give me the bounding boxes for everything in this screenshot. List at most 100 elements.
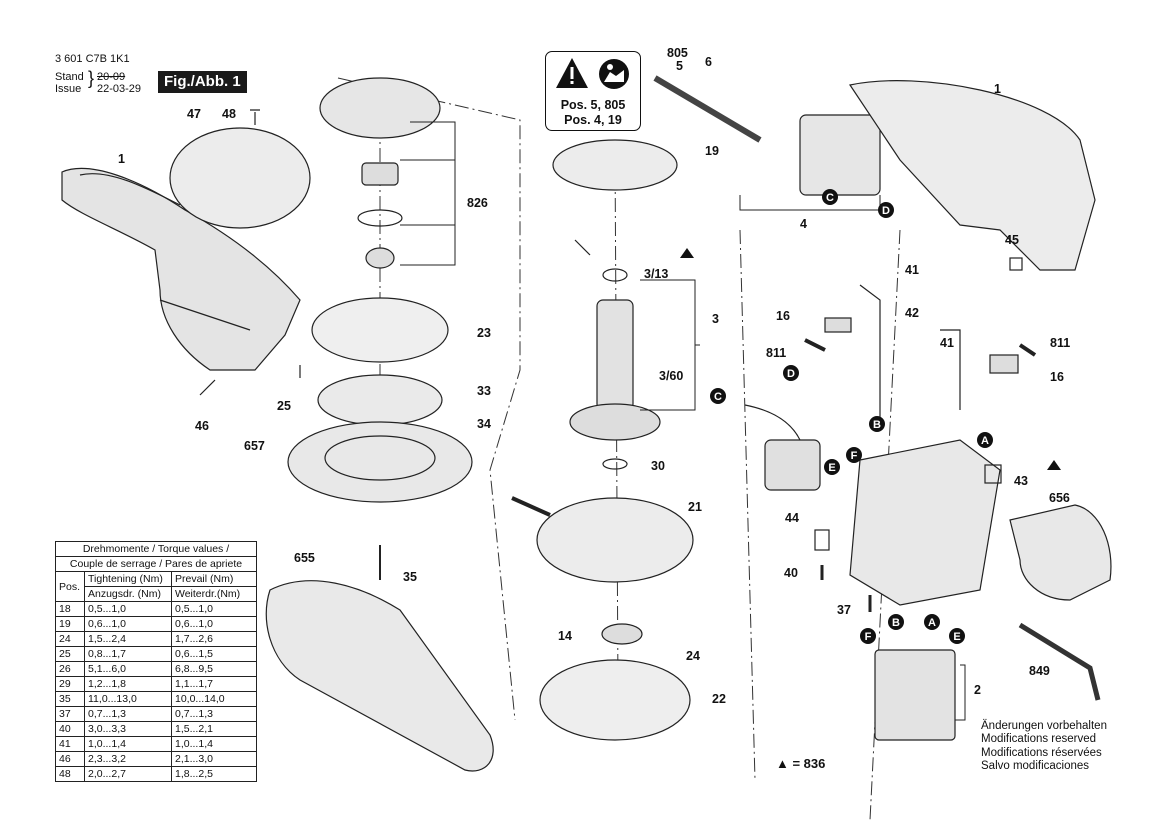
cable-6: [653, 75, 762, 143]
washer-30: [602, 458, 628, 470]
svg-text:F: F: [851, 450, 858, 462]
warning-triangle-icon: [556, 58, 588, 88]
callout-1-top: 1: [994, 82, 1001, 96]
dust-port: [511, 496, 551, 517]
callout-811-a: 811: [766, 346, 787, 360]
svg-text:C: C: [714, 391, 722, 403]
triangle-markers: [680, 248, 1061, 470]
callout-41-a: 41: [905, 263, 919, 277]
bearing-part: [361, 162, 399, 186]
callout-805: 805: [667, 46, 688, 60]
callout-14: 14: [558, 629, 572, 643]
ring-part: [357, 209, 403, 227]
separator-line-1: [337, 77, 521, 721]
bracket-826: [400, 121, 456, 266]
callout-41-b: 41: [940, 336, 954, 350]
switch-part: [799, 114, 881, 196]
cell-pos: 24: [55, 631, 85, 647]
label-box: [814, 529, 830, 551]
cell-tight: 1,5...2,4: [84, 631, 172, 647]
svg-text:B: B: [892, 617, 900, 629]
connector-f-1: F: [846, 447, 862, 463]
cell-prev: 0,7...1,3: [171, 706, 257, 722]
warning-box: Pos. 5, 805 Pos. 4, 19: [545, 51, 641, 131]
issue-label: Issue: [55, 83, 82, 95]
torque-col-tight-2: Anzugsdr. (Nm): [84, 586, 172, 602]
pad-657: [287, 421, 473, 503]
svg-text:D: D: [787, 368, 795, 380]
callout-34: 34: [477, 417, 491, 431]
connector-e-2: E: [949, 628, 965, 644]
warning-line-2: Pos. 4, 19: [564, 113, 622, 127]
read-manual-icon: [599, 59, 629, 89]
connector-d-2: D: [783, 365, 799, 381]
cell-prev: 1,8...2,5: [171, 766, 257, 782]
callout-40: 40: [784, 566, 798, 580]
cell-prev: 2,1...3,0: [171, 751, 257, 767]
callout-3: 3: [712, 312, 719, 326]
handle-part: [61, 167, 301, 371]
housing-21: [536, 497, 694, 583]
callout-4: 4: [800, 217, 807, 231]
callout-16-b: 16: [1050, 370, 1064, 384]
torque-title-2: Couple de serrage / Pares de apriete: [55, 556, 257, 572]
torque-title-1: Drehmomente / Torque values /: [55, 541, 257, 557]
cell-tight: 3,0...3,3: [84, 721, 172, 737]
callout-43: 43: [1014, 474, 1028, 488]
wire-42a: [859, 284, 881, 420]
cell-pos: 19: [55, 616, 85, 632]
callout-23: 23: [477, 326, 491, 340]
dust-box-655: [265, 580, 494, 772]
callout-22: 22: [712, 692, 726, 706]
connector-d-1: D: [878, 202, 894, 218]
cell-tight: 0,7...1,3: [84, 706, 172, 722]
bearing-3-13: [602, 268, 628, 282]
connector-c-2: C: [710, 388, 726, 404]
cell-tight: 2,0...2,7: [84, 766, 172, 782]
cell-pos: 41: [55, 736, 85, 752]
cell-prev: 10,0...14,0: [171, 691, 257, 707]
knob-656: [1009, 504, 1112, 601]
warning-line-1: Pos. 5, 805: [560, 98, 626, 112]
cell-tight: 0,5...1,0: [84, 601, 172, 617]
connector-c-1: C: [822, 189, 838, 205]
mod-de: Änderungen vorbehalten: [981, 720, 1107, 732]
callout-656: 656: [1049, 491, 1070, 505]
cell-prev: 1,5...2,1: [171, 721, 257, 737]
callout-19: 19: [705, 144, 719, 158]
mod-en: Modifications reserved: [981, 733, 1097, 746]
callout-45: 45: [1005, 233, 1019, 247]
triangle-marker-1: [680, 248, 694, 258]
callout-5: 5: [676, 59, 683, 73]
torque-col-tight-1: Tightening (Nm): [84, 571, 172, 587]
callout-849: 849: [1029, 664, 1050, 678]
triangle-legend: ▲ = 836: [776, 756, 826, 771]
clip-836: [574, 239, 591, 256]
modifications-note: Änderungen vorbehalten Modifications res…: [981, 720, 1107, 773]
callout-826: 826: [467, 196, 488, 210]
cell-tight: 11,0...13,0: [84, 691, 172, 707]
callout-25: 25: [277, 399, 291, 413]
callout-37: 37: [837, 603, 851, 617]
svg-text:C: C: [826, 192, 834, 204]
connector-a-2: A: [924, 614, 940, 630]
brace: }: [88, 68, 95, 88]
cell-pos: 46: [55, 751, 85, 767]
callout-42: 42: [905, 306, 919, 320]
cell-pos: 25: [55, 646, 85, 662]
cell-tight: 1,0...1,4: [84, 736, 172, 752]
separator-line-2: [739, 229, 756, 781]
cell-prev: 1,7...2,6: [171, 631, 257, 647]
brush-811b: [1018, 343, 1037, 357]
svg-text:E: E: [828, 462, 835, 474]
callout-655: 655: [294, 551, 315, 565]
cell-prev: 0,5...1,0: [171, 601, 257, 617]
